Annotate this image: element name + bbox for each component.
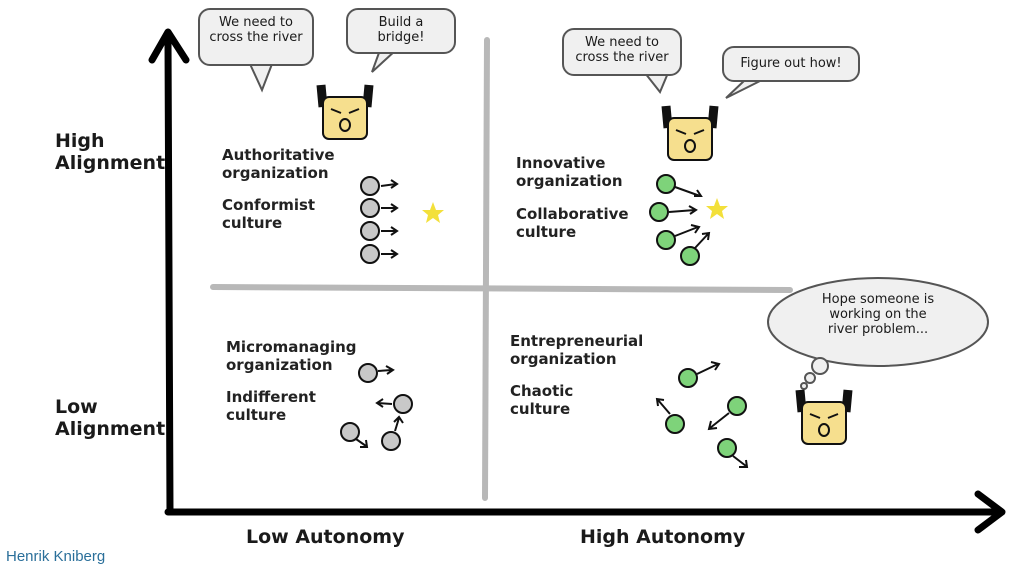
y-axis-low-label: Low Alignment xyxy=(55,396,166,440)
br-organization-label: Entrepreneurial organization xyxy=(510,332,644,368)
boss-face xyxy=(795,389,853,445)
tr-boss-speech-bubble: We need to cross the river xyxy=(562,28,682,76)
tl-organization-label: Authoritative organization xyxy=(222,146,335,182)
star-icon xyxy=(706,198,728,219)
boss-face xyxy=(661,105,719,161)
br-thought-text: Hope someone is working on the river pro… xyxy=(821,292,935,337)
green-team-faces xyxy=(649,174,711,266)
gray-team-faces xyxy=(360,176,399,264)
bubble-tail xyxy=(371,49,397,73)
tr-order-speech-bubble: Figure out how! xyxy=(722,46,860,82)
tl-order-speech-bubble: Build a bridge! xyxy=(346,8,456,54)
tl-boss-speech-bubble: We need to cross the river xyxy=(198,8,314,66)
boss-face xyxy=(316,84,374,140)
bl-organization-label: Micromanaging organization xyxy=(226,338,357,374)
thought-cloud xyxy=(767,277,989,390)
y-axis-high-label: High Alignment xyxy=(55,130,166,174)
y-axis-arrow xyxy=(148,28,190,516)
bl-culture-label: Indifferent culture xyxy=(226,388,316,424)
x-axis-low-label: Low Autonomy xyxy=(246,526,405,548)
star-icon xyxy=(422,202,444,223)
tl-culture-label: Conformist culture xyxy=(222,196,316,232)
br-culture-label: Chaotic culture xyxy=(510,382,574,418)
bubble-tail xyxy=(644,72,669,94)
tr-culture-label: Collaborative culture xyxy=(516,205,629,241)
green-scattered-faces xyxy=(655,361,749,468)
x-axis-arrow xyxy=(164,490,1006,534)
bubble-tail xyxy=(249,63,273,93)
vertical-divider xyxy=(482,37,490,501)
x-axis-high-label: High Autonomy xyxy=(580,526,746,548)
tr-organization-label: Innovative organization xyxy=(516,154,623,190)
author-credit: Henrik Kniberg xyxy=(6,548,106,565)
horizontal-divider xyxy=(210,284,793,293)
bubble-tail xyxy=(725,79,763,99)
gray-scattered-faces xyxy=(340,363,413,451)
